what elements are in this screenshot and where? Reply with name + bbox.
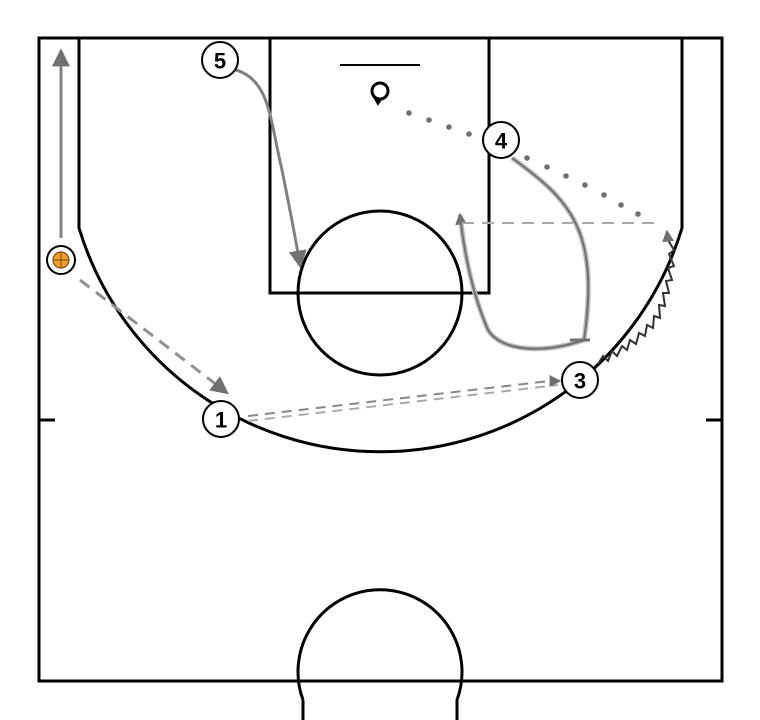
center-circle: [296, 588, 464, 720]
court: [37, 36, 724, 720]
player-1-label: 1: [215, 408, 227, 433]
three-point-arc: [77, 38, 684, 454]
player-4-label: 4: [495, 129, 508, 154]
player-4: 4: [482, 121, 520, 159]
paint-lane: [268, 36, 491, 295]
free-throw-circle: [296, 209, 464, 377]
pass-ball-to-1: [79, 278, 229, 395]
player4-cut-path-inner: [455, 157, 590, 350]
court-boundary: [37, 36, 724, 683]
player-3-label: 3: [574, 369, 586, 394]
player-5-label: 5: [214, 49, 226, 74]
pass-1-to-3: [247, 375, 562, 422]
player5-cut-path: [235, 68, 307, 269]
dotted-pass-path: [406, 110, 641, 217]
player3-dribble-path: [597, 229, 676, 365]
player-1: 1: [202, 400, 240, 438]
player4-cut-path: [457, 155, 591, 352]
player-5: 5: [201, 41, 239, 79]
basketball-icon: [46, 245, 76, 275]
player-3: 3: [561, 361, 599, 399]
hoop-icon: [370, 81, 390, 106]
